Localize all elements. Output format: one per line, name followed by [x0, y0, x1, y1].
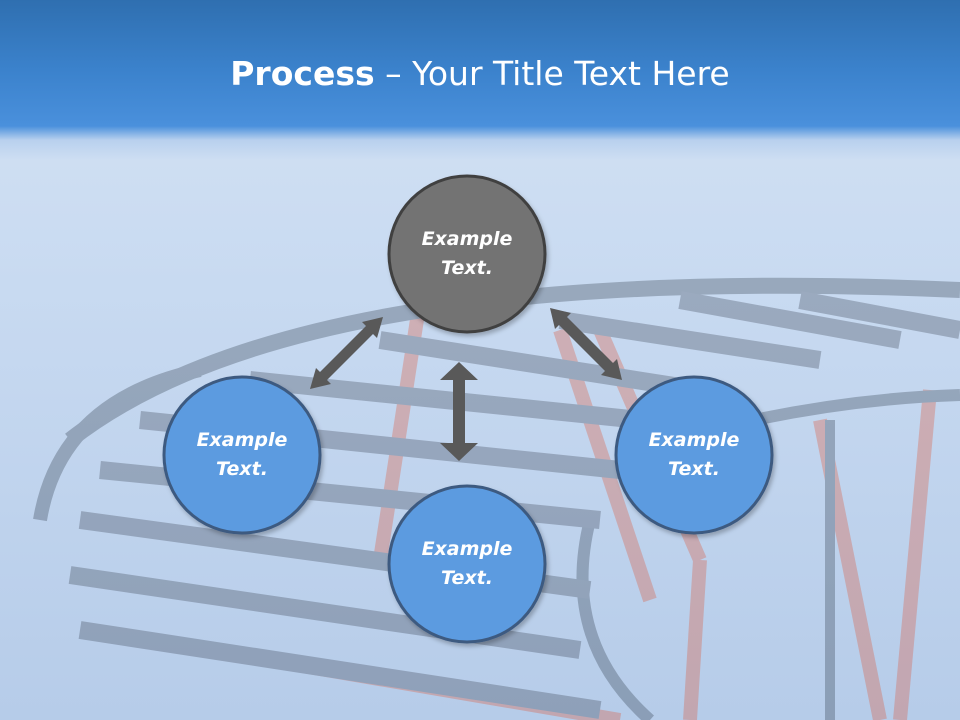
node-top-label: Example Text. [392, 225, 542, 283]
node-left-label: Example Text. [167, 426, 317, 484]
title-bold-part: Process [230, 54, 375, 93]
node-top-line2: Text. [441, 257, 493, 279]
node-right-label: Example Text. [619, 426, 769, 484]
node-bottom-circle [387, 484, 547, 644]
node-left-line2: Text. [216, 458, 268, 480]
node-top-circle [387, 174, 547, 334]
node-right-line2: Text. [668, 458, 720, 480]
node-bottom-line2: Text. [441, 567, 493, 589]
title-rest-part: – Your Title Text Here [374, 54, 730, 93]
node-left-circle [162, 375, 322, 535]
title-banner [0, 0, 960, 160]
node-bottom-label: Example Text. [392, 535, 542, 593]
node-bottom-line1: Example [421, 538, 513, 560]
arrow-top-left-double [310, 317, 383, 389]
node-right-circle [614, 375, 774, 535]
arrow-vertical-double [440, 362, 478, 461]
node-top-line1: Example [421, 228, 513, 250]
node-left-line1: Example [196, 429, 288, 451]
slide-title: Process – Your Title Text Here [0, 52, 960, 96]
arrow-top-right-double [550, 308, 622, 380]
node-right-line1: Example [648, 429, 740, 451]
